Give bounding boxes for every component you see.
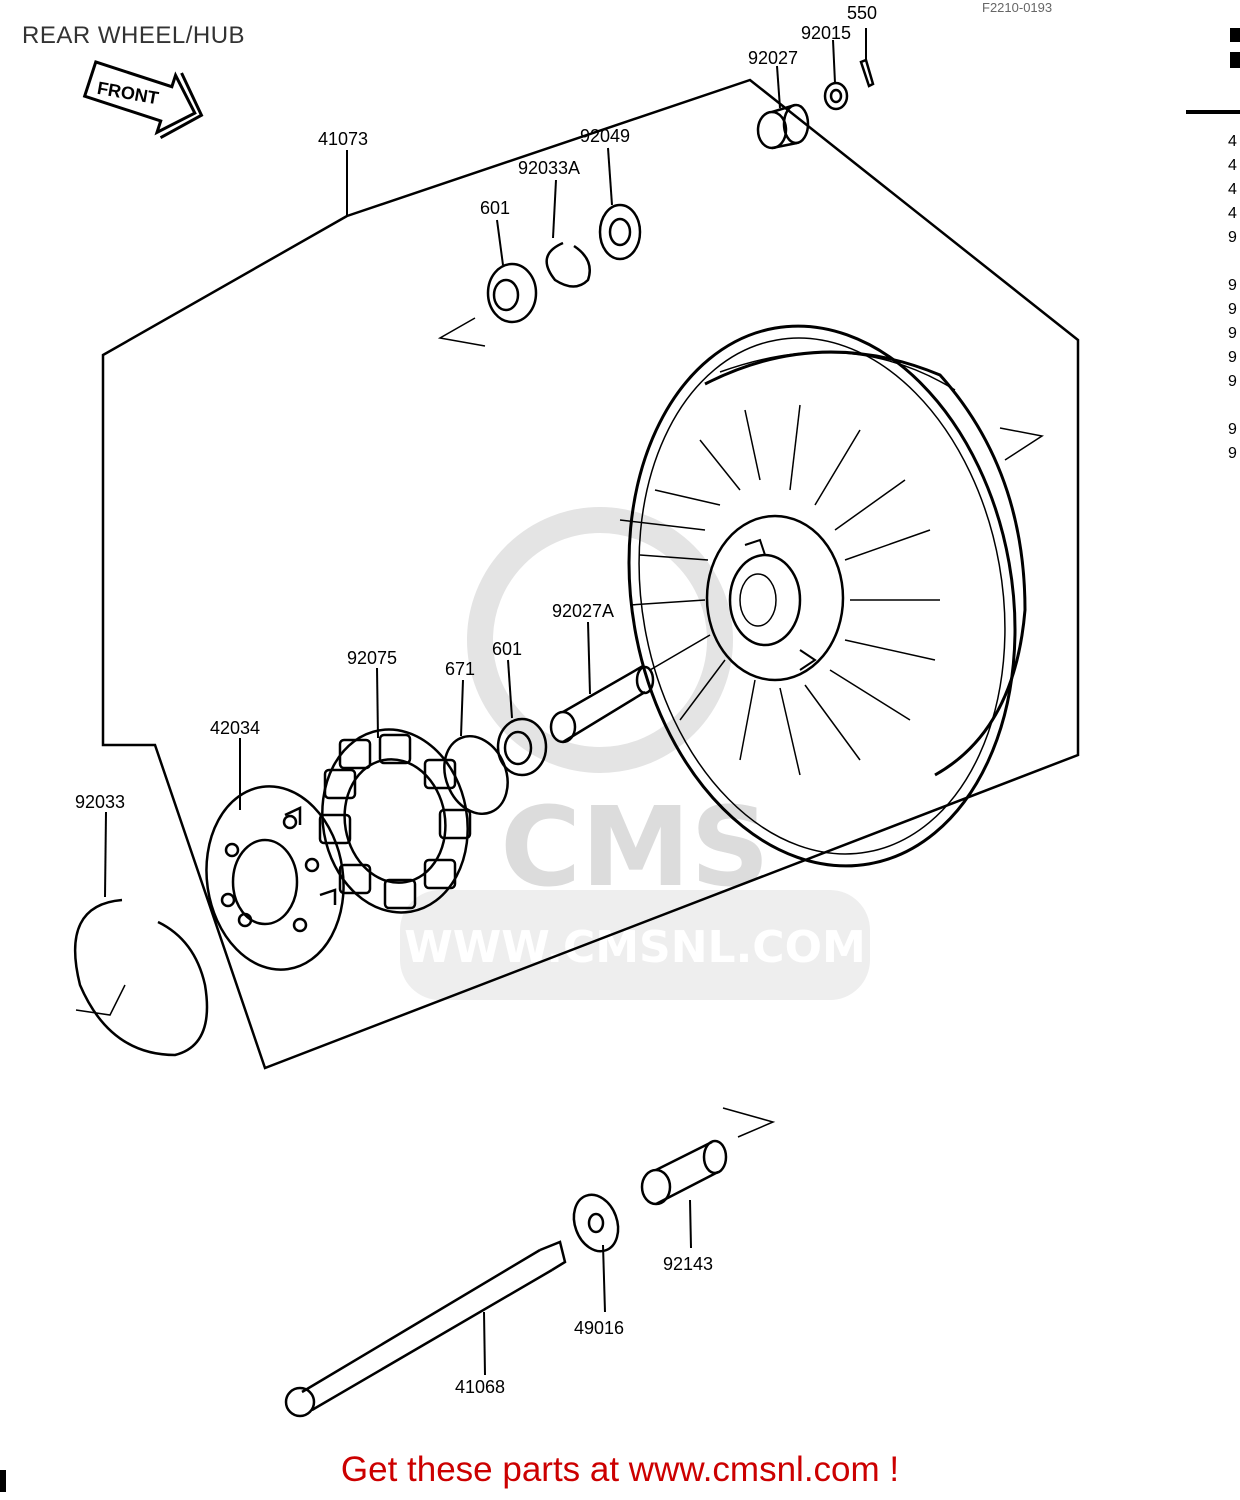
- drawing-code: F2210-0193: [982, 0, 1053, 15]
- part-label-92143: 92143: [663, 1254, 713, 1274]
- nut-92015-part: [823, 81, 849, 111]
- page-title: REAR WHEEL/HUB: [22, 22, 246, 49]
- watermark-brand: CMS: [500, 783, 769, 911]
- list-fragment: 4: [1228, 157, 1237, 174]
- part-label-601-top: 601: [480, 198, 510, 218]
- part-label-92033: 92033: [75, 792, 125, 812]
- part-number-labels: 550 92015 92027 41073 92049 92033A 601 9…: [75, 3, 877, 1397]
- list-fragment: 9: [1228, 325, 1237, 342]
- cotter-pin-550-part: [859, 58, 875, 88]
- list-fragment: 4: [1228, 133, 1237, 150]
- list-fragment: [1228, 250, 1240, 274]
- coupling-42034-part: [205, 785, 345, 971]
- collar-92027-part: [756, 103, 810, 150]
- assembly-outline: [101, 78, 1080, 1070]
- reference-marks: [75, 317, 1044, 1138]
- part-label-601-mid: 601: [492, 639, 522, 659]
- part-label-92015: 92015: [801, 23, 851, 43]
- parts-list-column-fragment: 4 4 4 4 9 9 9 9 9 9 9 9: [1228, 130, 1240, 466]
- damper-92075-part: [318, 728, 472, 914]
- axle-41068-part: [284, 1240, 567, 1418]
- rear-wheel: [619, 324, 1027, 868]
- watermark: CMS WWW.CMSNL.COM: [400, 507, 870, 1000]
- collar-92027A-part: [549, 664, 655, 744]
- part-label-92075: 92075: [347, 648, 397, 668]
- list-fragment: 9: [1228, 277, 1237, 294]
- part-label-42034: 42034: [210, 718, 260, 738]
- o-ring-671-part: [443, 734, 509, 816]
- part-label-92027A: 92027A: [552, 601, 614, 621]
- list-fragment: 9: [1228, 445, 1237, 462]
- part-label-92033A: 92033A: [518, 158, 580, 178]
- list-fragment: [1228, 394, 1240, 418]
- collar-92143-part: [640, 1139, 728, 1206]
- circlip-92033-part: [73, 898, 209, 1057]
- list-fragment: 9: [1228, 301, 1237, 318]
- bearing-601-top-part: [486, 262, 538, 324]
- list-fragment: 4: [1228, 205, 1237, 222]
- front-direction-arrow: FRONT: [82, 60, 204, 140]
- oil-seal-92049-part: [598, 203, 642, 261]
- list-fragment: 9: [1228, 349, 1237, 366]
- part-label-671: 671: [445, 659, 475, 679]
- part-label-92027: 92027: [748, 48, 798, 68]
- list-fragment: 9: [1228, 229, 1237, 246]
- bearing-601-mid-part: [496, 717, 548, 777]
- list-fragment: 9: [1228, 421, 1237, 438]
- part-label-92049: 92049: [580, 126, 630, 146]
- right-edge-marks: [0, 28, 1240, 1492]
- part-label-41068: 41068: [455, 1377, 505, 1397]
- part-label-550: 550: [847, 3, 877, 23]
- part-label-49016: 49016: [574, 1318, 624, 1338]
- part-label-41073: 41073: [318, 129, 368, 149]
- watermark-url: WWW.CMSNL.COM: [404, 922, 866, 973]
- leader-lines: [104, 28, 867, 1376]
- list-fragment: 9: [1228, 373, 1237, 390]
- circlip-92033A-part: [545, 241, 591, 288]
- promo-link-text[interactable]: Get these parts at www.cmsnl.com !: [340, 1450, 900, 1489]
- washer-49016-part: [572, 1193, 620, 1253]
- list-fragment: 4: [1228, 181, 1237, 198]
